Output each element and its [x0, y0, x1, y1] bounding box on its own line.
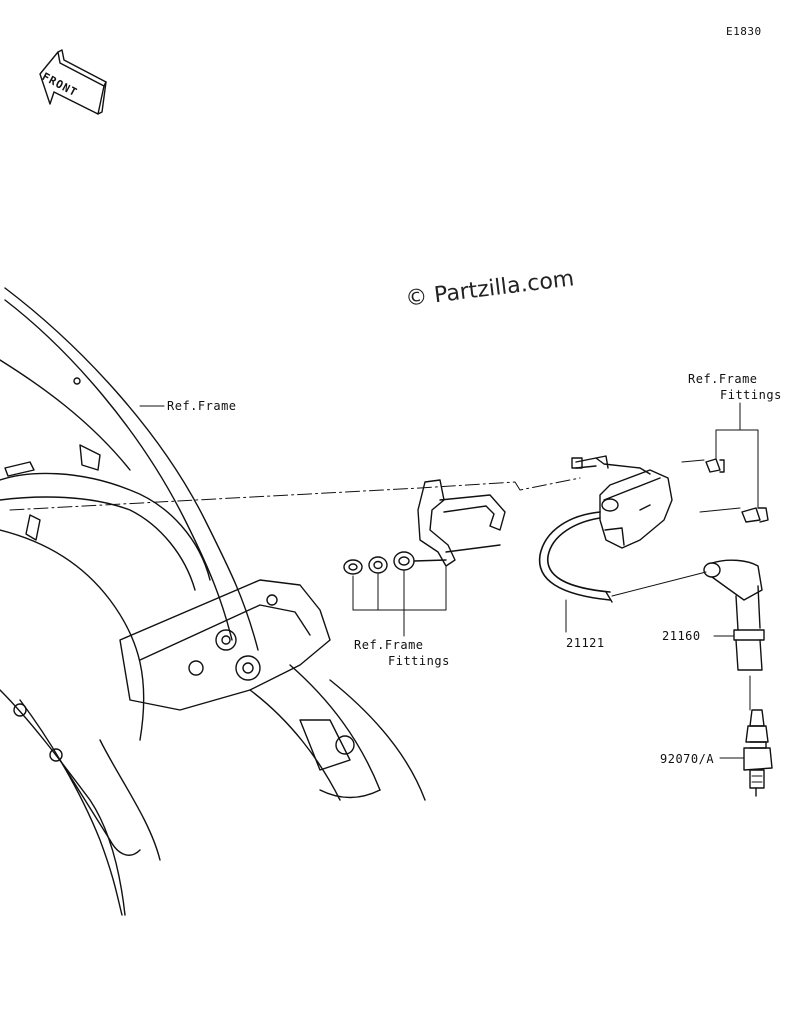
front-arrow-icon: [39, 49, 107, 115]
frame-bolts: [705, 402, 769, 523]
leader-lines-mid: [352, 565, 447, 637]
label-ref-frame: Ref.Frame: [167, 399, 237, 413]
spark-plug-cap: [703, 559, 765, 711]
diagram-code: E1830: [726, 25, 762, 38]
alignment-line: [9, 477, 581, 511]
label-ref-frame-fittings-mid-line2: Fittings: [388, 654, 450, 668]
leader-lines-coil: [565, 459, 741, 633]
fittings-hardware: [343, 551, 447, 575]
coil-mount-bracket: [417, 479, 506, 567]
label-ref-frame-fittings-top-line1: Ref.Frame: [688, 372, 758, 386]
part-number-21121: 21121: [566, 636, 605, 650]
label-ref-frame-fittings-mid-line1: Ref.Frame: [354, 638, 424, 652]
ignition-coil: [538, 455, 673, 603]
spark-plug: [743, 709, 773, 797]
leader-lines-misc: [139, 405, 745, 759]
frame-outline: [0, 287, 426, 916]
label-ref-frame-fittings-top-line2: Fittings: [720, 388, 782, 402]
part-number-21160: 21160: [662, 629, 701, 643]
part-number-92070-a: 92070/A: [660, 752, 715, 766]
